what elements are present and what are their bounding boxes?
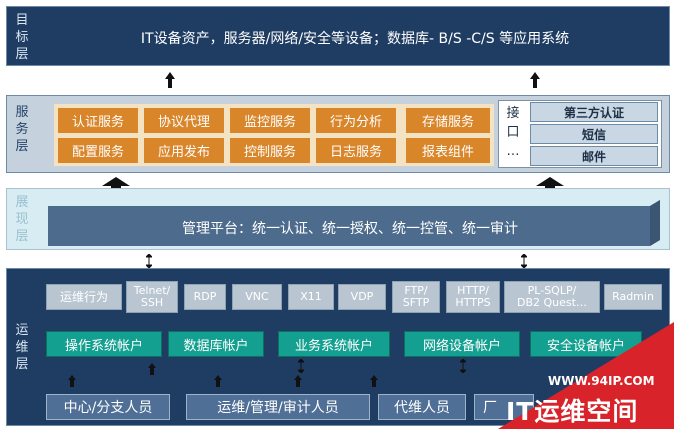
protocol-box: FTP/ SFTP bbox=[392, 281, 440, 313]
watermark-banner bbox=[498, 322, 674, 429]
account-box: 数据库帐户 bbox=[168, 331, 264, 357]
display-layer-label: 展 现 层 bbox=[15, 195, 29, 244]
arrow-up-icon bbox=[165, 72, 175, 88]
service-box: 报表组件 bbox=[406, 138, 490, 163]
account-box: 网络设备帐户 bbox=[404, 331, 520, 357]
arrow-up-icon bbox=[148, 360, 156, 375]
service-box: 协议代理 bbox=[144, 108, 224, 133]
service-box: 监控服务 bbox=[230, 108, 310, 133]
target-layer bbox=[6, 6, 670, 66]
target-layer-label: 目 标 层 bbox=[15, 13, 29, 62]
ops-layer-label: 运 维 层 bbox=[15, 323, 29, 372]
double-arrow-icon bbox=[458, 358, 468, 374]
account-box: 业务系统帐户 bbox=[278, 331, 390, 357]
service-box: 日志服务 bbox=[316, 138, 396, 163]
service-box: 认证服务 bbox=[58, 108, 138, 133]
arrow-up-icon bbox=[294, 372, 302, 387]
protocol-box: Telnet/ SSH bbox=[126, 281, 178, 313]
management-platform-text: 管理平台：统一认证、统一授权、统一控管、统一审计 bbox=[182, 221, 518, 237]
protocol-box: 运维行为 bbox=[46, 284, 122, 310]
arrow-up-icon bbox=[530, 72, 540, 88]
service-layer-label: 服 务 层 bbox=[15, 105, 29, 154]
service-box: 控制服务 bbox=[230, 138, 310, 163]
service-box: 行为分析 bbox=[316, 108, 396, 133]
protocol-box: HTTP/ HTTPS bbox=[446, 281, 500, 313]
service-box: 存储服务 bbox=[406, 108, 490, 133]
sms-box: 短信 bbox=[530, 124, 658, 144]
third-party-auth-box: 第三方认证 bbox=[530, 102, 658, 122]
watermark-title: IT运维空间 bbox=[506, 397, 639, 426]
arrow-up-icon bbox=[68, 372, 76, 387]
people-box: 代维人员 bbox=[378, 394, 466, 420]
service-box: 配置服务 bbox=[58, 138, 138, 163]
protocol-box: Radmin bbox=[604, 284, 662, 310]
account-box: 操作系统帐户 bbox=[46, 331, 162, 357]
mail-box: 邮件 bbox=[530, 146, 658, 166]
people-box: 中心/分支人员 bbox=[46, 394, 170, 420]
arrow-up-icon bbox=[102, 176, 130, 191]
account-box: 安全设备帐户 bbox=[530, 331, 642, 357]
double-arrow-icon bbox=[144, 253, 154, 269]
double-arrow-icon bbox=[519, 253, 529, 269]
protocol-box: VNC bbox=[232, 284, 282, 310]
interface-label: 接 口 … bbox=[506, 106, 520, 159]
watermark-site: WWW.94IP.COM bbox=[548, 374, 655, 388]
protocol-box: PL-SQLP/ DB2 Quest… bbox=[504, 281, 600, 313]
protocol-box: VDP bbox=[338, 284, 386, 310]
management-platform-bar bbox=[48, 200, 660, 246]
double-arrow-icon bbox=[296, 358, 306, 374]
arrow-up-icon bbox=[536, 176, 564, 191]
protocol-box: X11 bbox=[288, 284, 334, 310]
target-layer-text: IT设备资产，服务器/网络/安全等设备；数据库- B/S -C/S 等应用系统 bbox=[140, 31, 570, 47]
arrow-up-icon bbox=[370, 372, 378, 387]
arrow-up-icon bbox=[214, 372, 222, 387]
service-box: 应用发布 bbox=[144, 138, 224, 163]
people-box: 运维/管理/审计人员 bbox=[186, 394, 370, 420]
protocol-box: RDP bbox=[184, 284, 226, 310]
